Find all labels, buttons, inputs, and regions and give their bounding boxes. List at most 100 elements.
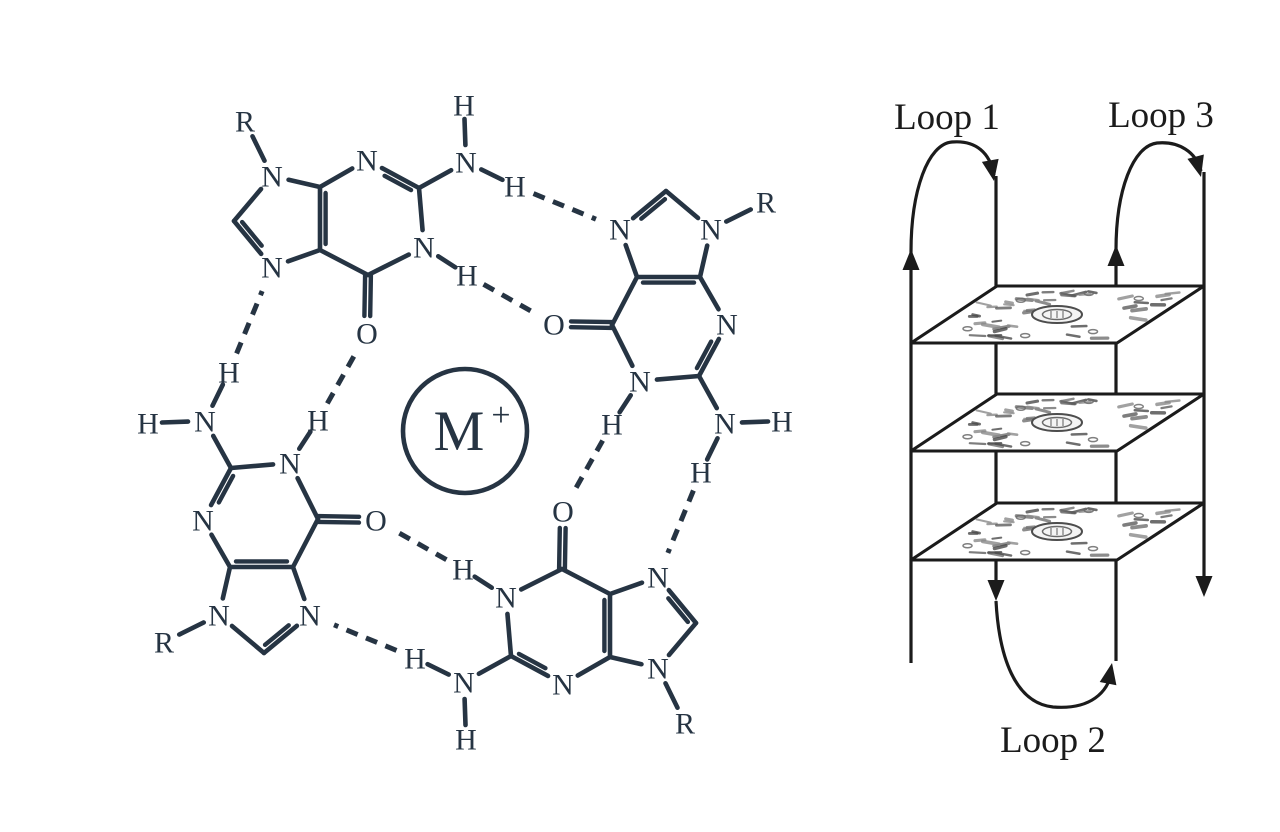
atom-label-N: N — [714, 408, 736, 441]
texture-ring — [1087, 436, 1099, 443]
texture-mark — [1160, 405, 1173, 410]
loop1-end-arrow — [981, 158, 999, 181]
quadruplex-schematic — [902, 140, 1213, 709]
texture-mark — [1026, 405, 1040, 410]
texture-mark — [991, 536, 1003, 540]
atom-label-N: N — [609, 214, 631, 247]
double-bond-inner — [239, 219, 264, 248]
single-bond — [416, 167, 454, 191]
atom-label-N: N — [647, 562, 669, 595]
texture-ring — [1015, 405, 1027, 411]
single-bond — [286, 177, 323, 190]
hydrogen-bond-dash — [665, 489, 696, 554]
single-bond — [696, 373, 720, 411]
double-bond-inner — [694, 339, 714, 371]
atom-label-O: O — [552, 496, 574, 529]
texture-ring — [962, 326, 973, 332]
texture-mark — [1155, 400, 1171, 407]
hydrogen-bond-dash — [482, 282, 535, 315]
single-bond — [210, 433, 234, 471]
single-bond — [231, 186, 264, 224]
single-bond — [697, 274, 721, 312]
texture-mark — [968, 334, 987, 338]
atom-label-N: N — [455, 147, 477, 180]
double-bond-outer — [630, 188, 669, 221]
loop2-label: Loop 2 — [1000, 720, 1106, 761]
texture-mark — [980, 322, 1001, 330]
texture-mark — [1026, 514, 1040, 519]
central-ion-inner — [1041, 308, 1073, 321]
single-bond — [476, 653, 514, 677]
single-bond — [296, 429, 313, 452]
texture-mark — [1026, 297, 1040, 302]
atom-label-O: O — [365, 505, 387, 538]
atom-label-N: N — [194, 406, 216, 439]
texture-mark — [1004, 300, 1014, 305]
texture-mark — [1117, 294, 1134, 301]
texture-mark — [1059, 397, 1075, 403]
hydrogen-bond-dash — [572, 439, 605, 492]
texture-mark — [991, 427, 1003, 431]
texture-mark — [975, 409, 992, 415]
single-bond — [666, 620, 699, 658]
texture-mark — [1003, 520, 1015, 524]
single-bond — [435, 253, 458, 270]
texture-mark — [991, 319, 1003, 323]
central-ion-inner — [1041, 416, 1073, 429]
atom-label-O: O — [356, 318, 378, 351]
single-bond — [209, 532, 233, 570]
texture-ring — [1133, 403, 1145, 410]
carbonyl-double-bond — [367, 272, 374, 319]
double-bond-inner — [262, 623, 291, 648]
strand1-up-arrow — [902, 249, 920, 270]
atom-label-H: H — [455, 724, 477, 757]
texture-ring — [962, 434, 973, 440]
single-bond — [229, 623, 267, 656]
texture-ring — [1133, 512, 1145, 519]
texture-ring — [962, 543, 973, 549]
atom-label-H: H — [453, 90, 475, 123]
loop-arc — [909, 140, 996, 253]
texture-mark — [994, 551, 1013, 557]
texture-ring — [1015, 514, 1027, 520]
texture-mark — [1060, 510, 1076, 515]
atom-label-H: H — [690, 457, 712, 490]
texture-ring — [1015, 297, 1027, 303]
double-bond-outer — [666, 587, 699, 626]
single-bond — [518, 566, 565, 592]
texture-mark — [1122, 412, 1138, 418]
single-bond — [609, 322, 635, 369]
atom-label-N: N — [299, 600, 321, 633]
strand2-down-arrow — [987, 580, 1005, 601]
hydrogen-bond-dash — [333, 622, 398, 653]
single-bond — [210, 382, 226, 409]
carbonyl-double-bond — [315, 513, 362, 520]
texture-mark — [1117, 402, 1134, 409]
texture-mark — [1130, 415, 1148, 421]
carbonyl-double-bond — [568, 324, 615, 331]
carbonyl-double-bond — [556, 525, 563, 572]
loop3-end-arrow — [1187, 154, 1204, 177]
texture-mark — [1065, 441, 1081, 446]
texture-ring — [1083, 290, 1095, 297]
texture-mark — [1006, 324, 1019, 329]
texture-mark — [975, 518, 992, 524]
single-bond — [290, 516, 321, 570]
texture-ring — [1019, 549, 1031, 556]
atom-label-N: N — [413, 232, 435, 265]
carbonyl-double-bond — [562, 525, 568, 572]
hydrogen-bond-dash — [234, 290, 265, 355]
texture-mark — [1122, 521, 1138, 527]
texture-mark — [1060, 293, 1076, 298]
texture-mark — [1025, 508, 1040, 514]
double-bond-inner — [516, 651, 548, 671]
texture-mark — [1025, 291, 1040, 297]
texture-mark — [1070, 324, 1088, 328]
texture-ring — [1019, 440, 1031, 447]
texture-mark — [1128, 315, 1148, 322]
metal-charge-superscript: + — [491, 397, 510, 434]
texture-mark — [980, 539, 1001, 547]
